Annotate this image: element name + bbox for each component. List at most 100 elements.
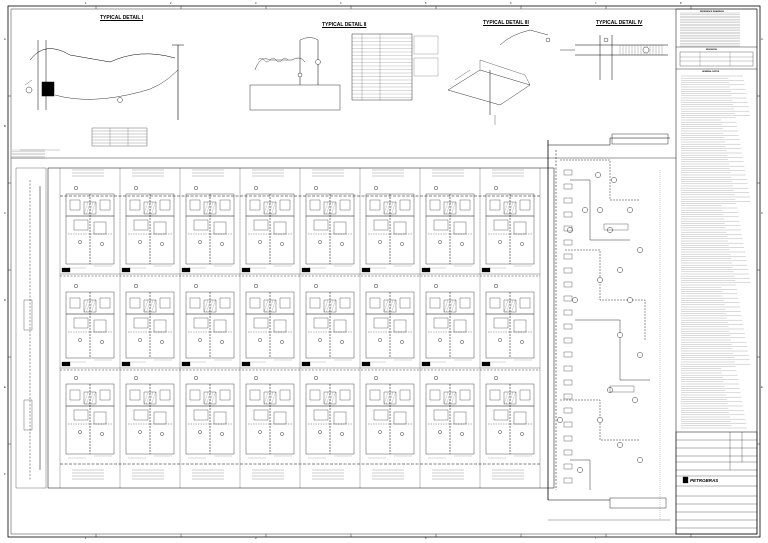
line-work [388,391,394,405]
cable-marker [61,267,71,273]
equipment-box [133,317,149,329]
line-work [451,201,456,215]
cable-marker [241,361,251,367]
equipment-box [429,199,441,211]
line-work [503,299,509,313]
line-work [328,299,334,313]
instrument-bubble [374,376,379,381]
instrument-bubble [258,338,262,342]
col-marker: 6 [510,2,512,5]
equipment-box [313,409,329,421]
line-work [448,299,454,313]
equipment-box [369,389,381,401]
line-work [143,201,149,215]
line-work [151,299,156,313]
equipment-box [563,183,573,190]
equipment-box [219,297,231,309]
instrument-bubble [642,46,650,54]
instrument-bubble [340,432,344,436]
col-marker: 1 [85,2,87,5]
equipment-box [493,219,509,231]
line-work [88,201,94,215]
equipment-box [189,199,201,211]
row-marker: A [4,38,6,41]
line-work [211,299,216,313]
vertical-label-box [23,399,33,431]
line-work [570,179,630,241]
instrument-bubble [617,442,623,448]
equipment-box [369,297,381,309]
line-work [328,201,334,215]
equipment-box [69,389,81,401]
line-work [479,59,531,86]
equipment-box [513,319,527,333]
typical-detail-3-title: TYPICAL DETAIL III [483,20,529,26]
typical-detail-4-title: TYPICAL DETAIL IV [596,20,643,26]
instrument-bubble [498,240,502,244]
row-marker: A [761,38,763,41]
equipment-box [153,319,167,333]
line-work [331,391,336,405]
line-work [208,391,214,405]
revisions-table [679,51,754,67]
equipment-box [429,389,441,401]
line-work [91,299,96,313]
equipment-box [369,199,381,211]
line-work [508,299,514,313]
equipment-box [213,221,227,235]
instrument-bubble [318,240,322,244]
cable-run [254,57,306,71]
equipment-box [153,221,167,235]
equipment-box [129,199,141,211]
line-work [83,201,89,215]
cable-marker [361,361,371,367]
equipment-box [69,199,81,211]
line-work [91,391,96,405]
equipment-box [189,389,201,401]
instrument-bubble [78,338,82,342]
equipment-box [309,297,321,309]
col-marker: 1 [85,537,87,540]
feeder-run [548,137,670,146]
equipment-box [563,435,573,442]
equipment-box [219,389,231,401]
instrument-bubble [617,267,623,273]
instrument-bubble [438,430,442,434]
line-work [575,319,650,381]
typical-detail-1-title: TYPICAL DETAIL I [100,15,144,21]
equipment-box [159,389,171,401]
cable-tray [447,69,531,106]
cable-schedule-table [351,33,413,101]
line-work [454,69,471,81]
line-work [383,201,389,215]
line-work [451,391,456,405]
line-work [263,391,269,405]
line-work [448,201,454,215]
row-marker: C [4,212,6,215]
instrument-bubble [627,297,633,303]
label-box [611,133,669,145]
line-work [208,299,214,313]
equipment-box [513,221,527,235]
equipment-box [253,409,269,421]
instrument-bubble [567,227,573,233]
instrument-bubble [611,177,617,183]
equipment-box [453,411,467,425]
equipment-box [393,319,407,333]
company-logo-text: PETROBRAS [690,478,719,483]
equipment-box [309,389,321,401]
instrument-bubble [314,376,319,381]
equipment-box [99,389,111,401]
instrument-bubble [637,352,643,358]
line-work [271,391,276,405]
instrument-bubble [520,340,524,344]
equipment-box [73,219,89,231]
cable-marker [481,267,491,273]
instrument-bubble [494,185,499,190]
line-work [323,201,329,215]
line-work [151,201,156,215]
line-work [148,391,154,405]
cable-marker [241,267,251,273]
equipment-box [563,281,573,288]
equipment-box [99,199,111,211]
